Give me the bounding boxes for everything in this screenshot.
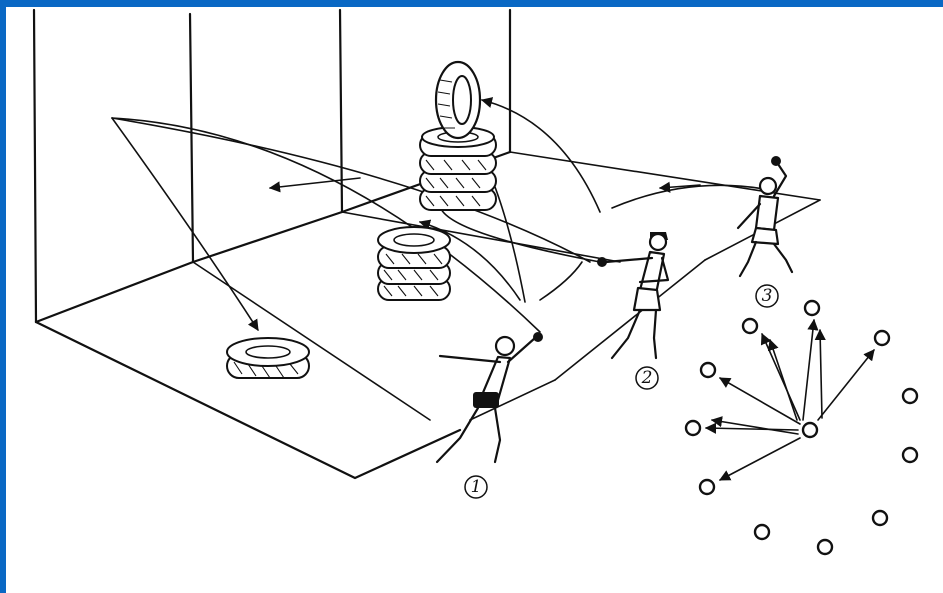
target-marker	[871, 509, 889, 527]
target-marker-center	[801, 421, 819, 439]
player-1-number: 1	[471, 477, 482, 497]
target-marker	[741, 317, 759, 335]
player-3-number: 3	[762, 286, 773, 306]
target-marker	[698, 478, 716, 496]
target-marker	[803, 299, 821, 317]
tire-stack-short	[377, 226, 451, 301]
tire-stack-tall	[419, 60, 497, 211]
player-3-figure	[736, 156, 794, 278]
target-marker	[699, 361, 717, 379]
player-2-number: 2	[641, 368, 653, 388]
player-3-number-circle	[755, 284, 779, 308]
player-1-figure	[435, 332, 543, 464]
target-marker	[901, 387, 919, 405]
throw-arrow-set	[704, 318, 875, 481]
tire-lying-flat	[226, 337, 310, 379]
wall-and-floor-outline	[32, 8, 821, 480]
target-marker	[873, 329, 891, 347]
target-marker	[816, 538, 834, 556]
target-marker	[684, 419, 702, 437]
player-1-number-circle	[464, 475, 488, 499]
target-marker	[901, 446, 919, 464]
target-marker	[753, 523, 771, 541]
player-2-number-circle	[635, 366, 659, 390]
target-marker-ring	[684, 299, 919, 556]
player-2-figure	[597, 232, 670, 360]
